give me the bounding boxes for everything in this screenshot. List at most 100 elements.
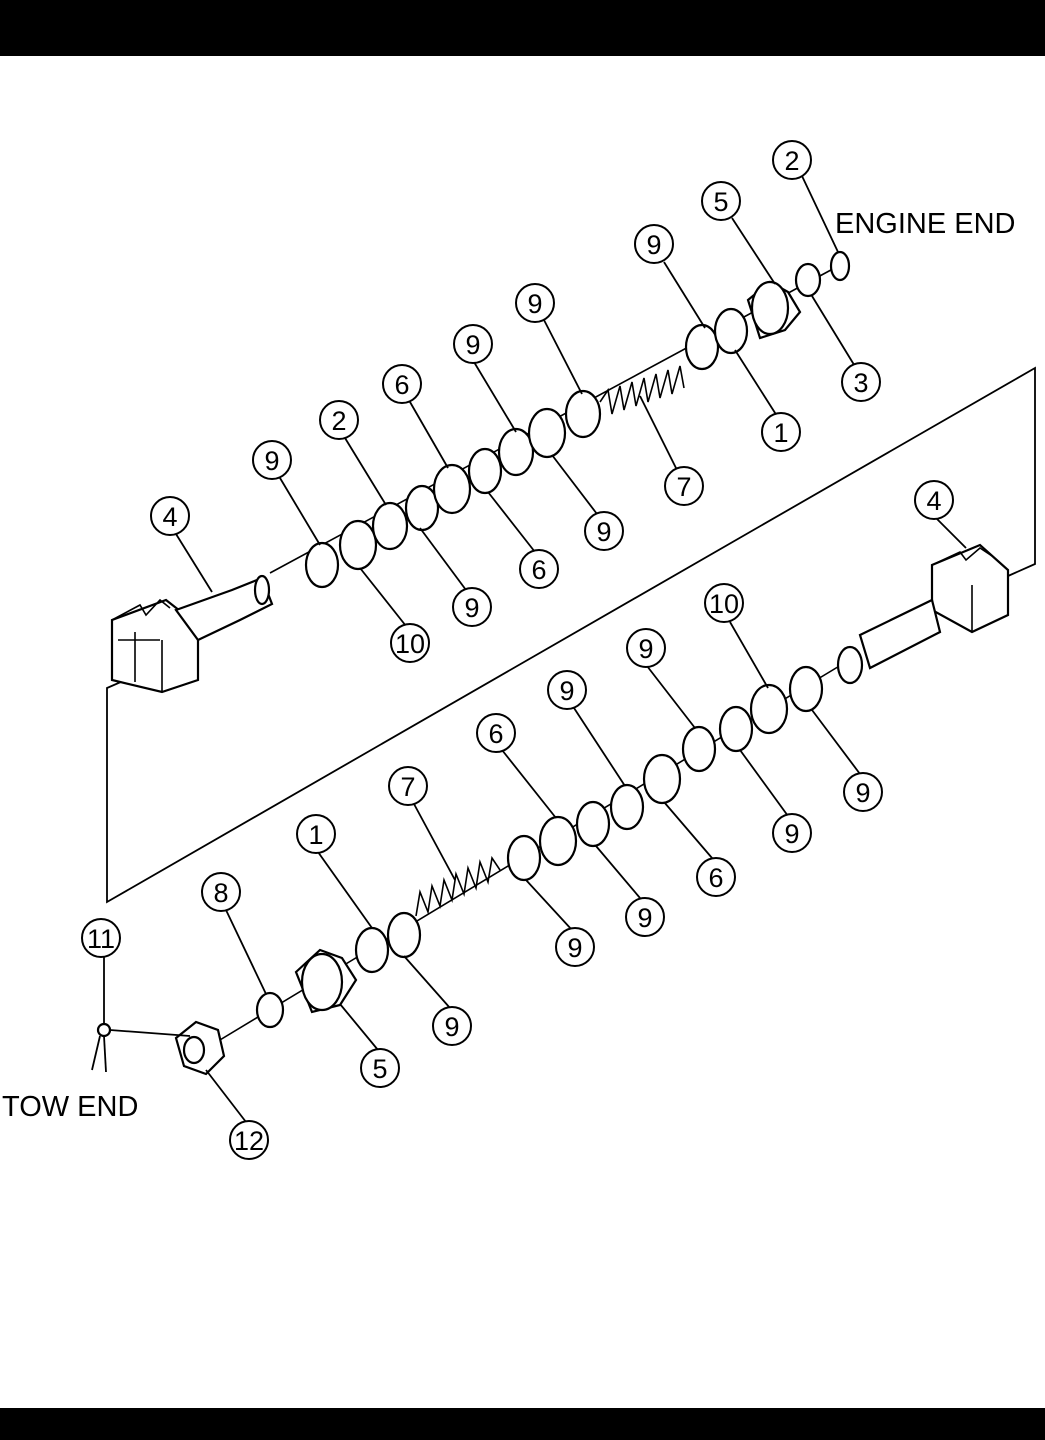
lower-washer-9a <box>788 665 824 713</box>
callout-bubble: 6 <box>476 713 516 753</box>
upper-washer-9b <box>684 323 720 371</box>
callout-bubble: 9 <box>547 670 587 710</box>
callout-label: 10 <box>395 629 425 659</box>
callout-bubble: 9 <box>555 927 595 967</box>
upper-bearing-part <box>746 280 802 340</box>
callout-label: 9 <box>465 330 480 360</box>
callout-bubble: 9 <box>452 587 492 627</box>
upper-clip-2 <box>829 250 851 282</box>
lower-yoke-part <box>836 543 1010 685</box>
callout-bubble: 9 <box>634 224 674 264</box>
lower-washer-9f <box>506 834 542 882</box>
callout-label: 9 <box>264 446 279 476</box>
upper-collar-3 <box>794 262 822 298</box>
callout-label: 6 <box>488 719 503 749</box>
callout-bubble: 6 <box>382 364 422 404</box>
callout-bubble: 12 <box>229 1120 269 1160</box>
upper-assembly <box>110 250 851 694</box>
callout-bubble: 9 <box>772 813 812 853</box>
callout-bubble: 2 <box>319 400 359 440</box>
leader-lines <box>103 175 967 1123</box>
lower-bearing-part <box>294 948 358 1014</box>
callout-bubble: 9 <box>252 440 292 480</box>
callout-label: 7 <box>676 472 691 502</box>
callout-label: 9 <box>527 289 542 319</box>
callout-bubble: 2 <box>772 140 812 180</box>
callout-label: 9 <box>638 634 653 664</box>
callout-label: 6 <box>531 555 546 585</box>
callout-bubble: 9 <box>843 772 883 812</box>
callout-bubble: 9 <box>625 897 665 937</box>
callout-label: 1 <box>773 418 788 448</box>
callout-label: 9 <box>784 819 799 849</box>
lower-spring-part <box>415 855 501 917</box>
lower-washer-9d <box>609 783 645 831</box>
callout-label: 9 <box>567 933 582 963</box>
callout-bubble: 1 <box>296 814 336 854</box>
callout-label: 9 <box>596 517 611 547</box>
lower-washer-6b <box>642 753 682 805</box>
callout-label: 4 <box>162 502 177 532</box>
callout-label: 12 <box>234 1126 264 1156</box>
upper-washer-1 <box>713 307 749 355</box>
callout-label: 9 <box>559 676 574 706</box>
callout-bubble: 6 <box>519 549 559 589</box>
callout-label: 9 <box>646 230 661 260</box>
callout-bubble: 6 <box>696 857 736 897</box>
upper-washer-10 <box>338 519 378 571</box>
callout-label: 1 <box>308 820 323 850</box>
lower-washer-10 <box>749 683 789 735</box>
upper-washer-6a <box>527 407 567 459</box>
callout-bubble: 7 <box>388 766 428 806</box>
lower-assembly <box>91 543 1010 1076</box>
lower-nut-12 <box>174 1020 226 1076</box>
top-black-bar <box>0 0 1045 56</box>
callout-bubble: 9 <box>432 1006 472 1046</box>
callout-label: 10 <box>709 589 739 619</box>
callout-bubble: 9 <box>515 283 555 323</box>
callout-label: 9 <box>444 1012 459 1042</box>
callout-label: 6 <box>394 370 409 400</box>
callout-bubble: 4 <box>914 480 954 520</box>
upper-washer-9g <box>304 541 340 589</box>
callout-bubble: 4 <box>150 496 190 536</box>
upper-yoke-part <box>110 574 274 694</box>
callout-label: 2 <box>331 406 346 436</box>
callout-bubble: 5 <box>701 181 741 221</box>
upper-washer-6b <box>432 463 472 515</box>
engine-end-label: ENGINE END <box>835 208 1015 240</box>
callout-label: 8 <box>213 878 228 908</box>
cotter-pin-11 <box>91 1022 191 1073</box>
upper-washer-9d <box>497 427 535 477</box>
upper-connector-line <box>106 366 1036 904</box>
callout-label: 9 <box>464 593 479 623</box>
upper-washer-2b <box>467 447 503 495</box>
callout-bubble: 8 <box>201 872 241 912</box>
callout-bubble: 9 <box>626 628 666 668</box>
upper-spring-part <box>599 365 685 415</box>
lower-collar-8 <box>255 991 285 1029</box>
callout-label: 9 <box>637 903 652 933</box>
tow-end-label: TOW END <box>2 1091 138 1123</box>
lower-washer-9e <box>575 800 611 848</box>
callout-label: 2 <box>784 146 799 176</box>
callout-bubble: 3 <box>841 362 881 402</box>
callouts: 2 5 3 9 1 9 9 7 6 9 6 2 9 9 4 10 4 10 9 … <box>81 140 954 1160</box>
lower-washer-9g <box>386 911 422 959</box>
bottom-black-bar <box>0 1408 1045 1440</box>
callout-label: 5 <box>713 187 728 217</box>
callout-bubble: 7 <box>664 466 704 506</box>
lower-washer-9b <box>718 705 754 753</box>
callout-label: 9 <box>855 778 870 808</box>
callout-bubble: 10 <box>704 583 744 623</box>
callout-label: 4 <box>926 486 941 516</box>
callout-bubble: 9 <box>453 324 493 364</box>
callout-label: 7 <box>400 772 415 802</box>
callout-bubble: 9 <box>584 511 624 551</box>
callout-bubble: 5 <box>360 1048 400 1088</box>
lower-washer-6a <box>538 815 578 867</box>
diagram-sheet <box>0 56 1045 1408</box>
lower-washer-9c <box>681 725 717 773</box>
callout-label: 5 <box>372 1054 387 1084</box>
upper-washer-9c <box>564 389 602 439</box>
